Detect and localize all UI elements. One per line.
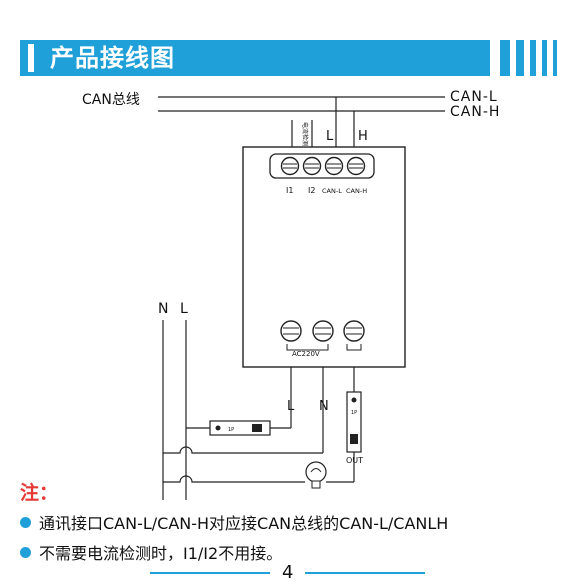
title-stripe-4 xyxy=(542,40,547,76)
bottom-n-label: N xyxy=(319,399,329,414)
note-item-2: 不需要电流检测时，I1/I2不用接。 xyxy=(20,540,282,564)
title-stripe-5 xyxy=(553,40,557,76)
breaker-left-text: 1P xyxy=(228,427,234,433)
terminal-label-can-l: CAN-L xyxy=(322,187,342,195)
current-detect-label: 电流检测 xyxy=(301,122,309,146)
n-hop-wire xyxy=(163,446,323,454)
lamp-icon xyxy=(305,461,327,489)
can-h-label: CAN-H xyxy=(450,104,500,120)
title-stripe-2 xyxy=(516,40,524,76)
bullet-dot-icon xyxy=(20,516,31,528)
title-bar-left-accent xyxy=(28,44,34,72)
bottom-terminal-3 xyxy=(343,320,365,342)
bullet-dot-icon xyxy=(20,546,31,558)
terminal-label-can-h: CAN-H xyxy=(346,187,367,195)
breaker-out-handle xyxy=(350,434,358,444)
breaker-left-dot xyxy=(215,425,221,431)
power-l-label: L xyxy=(180,301,188,317)
page-number: 4 xyxy=(282,562,294,583)
can-bus-label: CAN总线 xyxy=(82,92,140,108)
power-n-label: N xyxy=(158,301,168,317)
lamp-wire-top xyxy=(163,475,305,483)
title-stripe-3 xyxy=(530,40,536,76)
breaker-left-handle xyxy=(252,424,262,432)
top-h-label: H xyxy=(358,129,368,144)
note-text-1: 通讯接口CAN-L/CAN-H对应接CAN总线的CAN-L/CANLH xyxy=(39,514,449,533)
title-stripe-1 xyxy=(500,40,510,76)
out-bracket xyxy=(346,344,362,351)
page-title: 产品接线图 xyxy=(50,44,175,72)
breaker-out-dot xyxy=(351,397,357,403)
notes-title: 注： xyxy=(20,482,59,504)
can-l-label: CAN-L xyxy=(450,89,498,105)
top-terminal-i2 xyxy=(302,156,322,176)
terminal-label-i1: I1 xyxy=(286,186,293,195)
top-terminal-can-h xyxy=(346,156,366,176)
note-item-1: 通讯接口CAN-L/CAN-H对应接CAN总线的CAN-L/CANLH xyxy=(20,510,448,534)
ac-bracket xyxy=(286,344,329,351)
top-terminal-i1 xyxy=(280,156,300,176)
footer-line-right xyxy=(305,572,425,574)
footer-line-left xyxy=(150,572,270,574)
terminal-label-i2: I2 xyxy=(308,186,315,195)
breaker-out-text: 1P xyxy=(351,410,357,416)
top-terminal-can-l xyxy=(324,156,344,176)
note-text-2: 不需要电流检测时，I1/I2不用接。 xyxy=(39,544,283,563)
ac220v-label: AC220V xyxy=(292,350,320,358)
top-l-label: L xyxy=(326,129,334,144)
bottom-terminal-2 xyxy=(312,320,334,342)
bottom-terminal-1 xyxy=(280,320,302,342)
title-bar xyxy=(20,40,490,76)
